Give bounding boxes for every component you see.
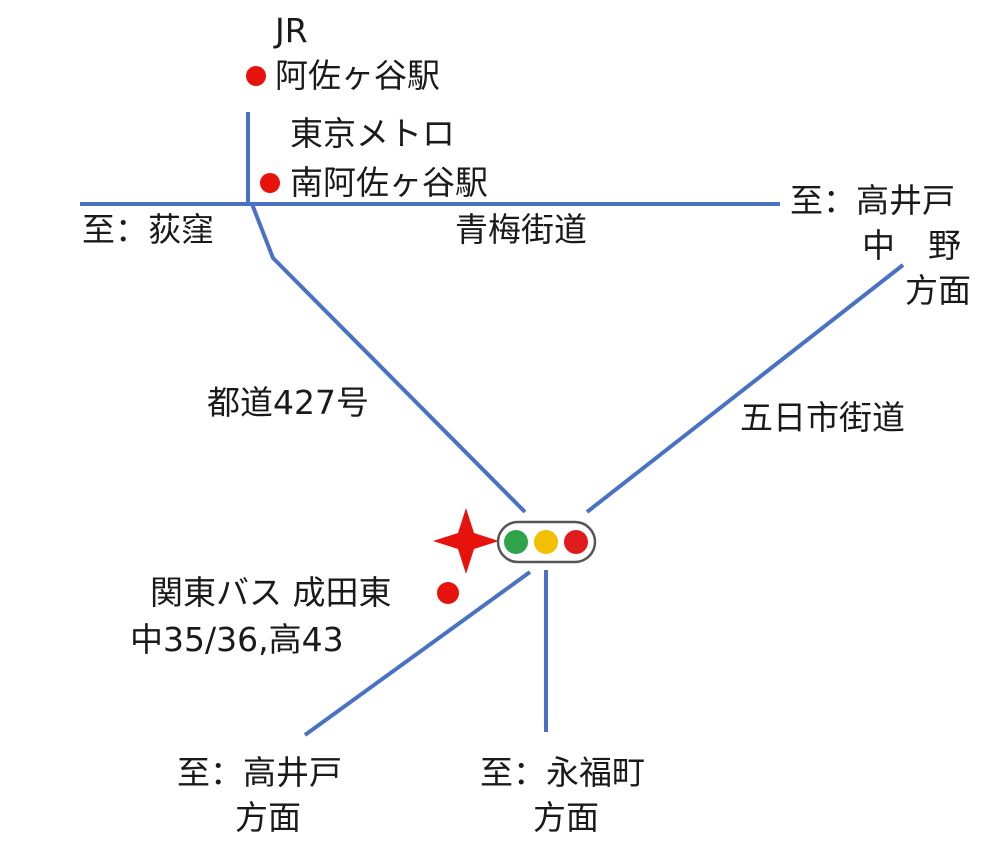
jr-label: JR bbox=[273, 11, 308, 50]
itsukaichi-kaido-label: 五日市街道 bbox=[740, 398, 905, 437]
bus-routes-label: 中35/36,高43 bbox=[130, 620, 344, 659]
signal-green-lamp bbox=[504, 530, 528, 554]
minami-asagaya-station-label: 南阿佐ヶ谷駅 bbox=[290, 163, 488, 202]
signal-red-lamp bbox=[564, 530, 588, 554]
direction-eifukucho-line1: 至：永福町 bbox=[480, 753, 645, 792]
direction-takaido-nakano-line2: 中 野 bbox=[862, 226, 961, 265]
ome-kaido-label: 青梅街道 bbox=[455, 210, 587, 249]
minami-asagaya-station-dot-icon bbox=[260, 173, 280, 193]
takaido-southwest-road bbox=[303, 570, 532, 737]
jr-asagaya-station-label: 阿佐ヶ谷駅 bbox=[275, 56, 440, 95]
route-427-label: 都道427号 bbox=[207, 383, 369, 422]
direction-ogikubo-label: 至：荻窪 bbox=[82, 210, 214, 249]
roads bbox=[80, 112, 905, 737]
narita-higashi-bus-stop-dot-icon bbox=[437, 582, 459, 604]
direction-eifukucho-line2: 方面 bbox=[533, 798, 599, 837]
signal-yellow-lamp bbox=[534, 530, 558, 554]
route-427-road bbox=[250, 203, 527, 514]
itsukaichi-kaido-road bbox=[585, 263, 905, 514]
direction-takaido-sw-line2: 方面 bbox=[235, 798, 301, 837]
traffic-light-icon bbox=[496, 520, 597, 564]
direction-takaido-nakano-line3: 方面 bbox=[905, 271, 971, 310]
tokyo-metro-label: 東京メトロ bbox=[290, 114, 455, 153]
direction-takaido-nakano-line1: 至：高井戸 bbox=[790, 181, 955, 220]
bus-stop-label: 関東バス 成田東 bbox=[150, 573, 392, 612]
jr-asagaya-station-dot-icon bbox=[246, 66, 266, 86]
four-point-star-icon bbox=[433, 508, 499, 574]
direction-takaido-sw-line1: 至：高井戸 bbox=[177, 753, 342, 792]
